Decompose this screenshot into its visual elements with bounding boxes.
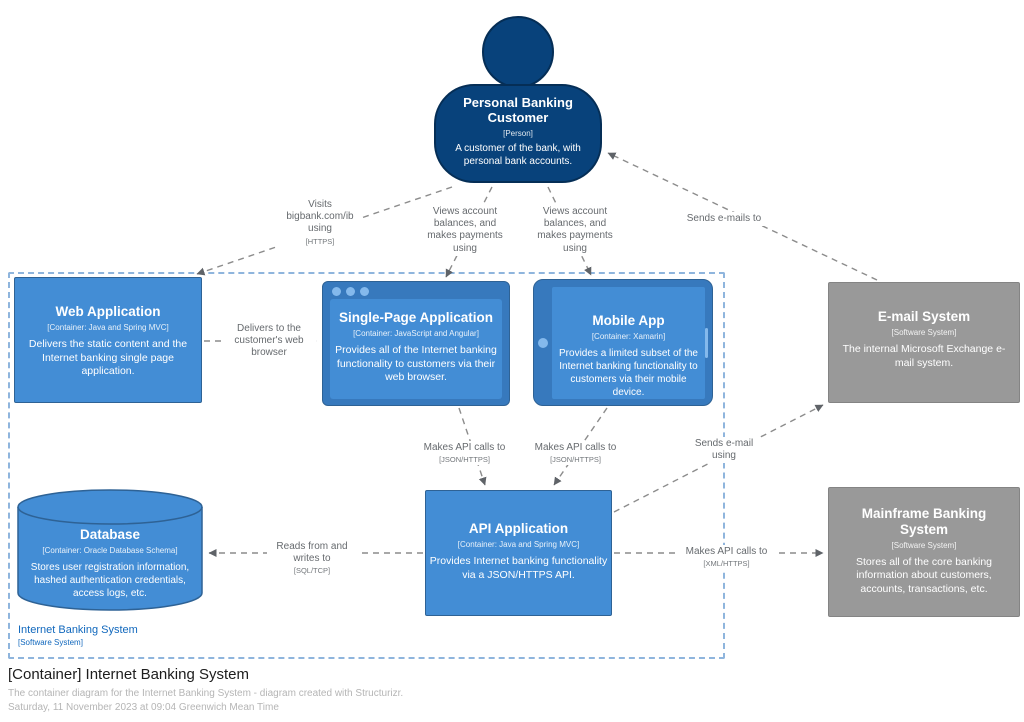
boundary-name: Internet Banking System (18, 624, 138, 636)
element-description: Provides all of the Internet banking fun… (335, 343, 497, 384)
boundary-meta: [Software System] (18, 638, 83, 647)
edge-label-sends-email-using: Sends e-mail using (690, 437, 758, 464)
element-name: Personal Banking Customer (463, 95, 573, 126)
edge-label-delivers: Delivers to the customer's web browser (222, 322, 316, 361)
browser-control-dot-icon (332, 287, 341, 296)
edge-label-sends-emails-to: Sends e-mails to (671, 212, 777, 227)
element-description: The internal Microsoft Exchange e-mail s… (842, 342, 1006, 369)
edge-tech-xml-https: [XML/HTTPS] (703, 559, 750, 569)
mobile-speaker-icon (705, 328, 708, 358)
mobile-home-button-icon (538, 338, 548, 348)
element-name: Mainframe Banking System (861, 506, 987, 537)
browser-control-dot-icon (360, 287, 369, 296)
edge-label-views-mobile: Views account balances, and makes paymen… (527, 205, 623, 256)
element-meta: [Container: Oracle Database Schema] (42, 545, 178, 555)
element-api-application[interactable]: API Application [Container: Java and Spr… (425, 490, 612, 616)
element-meta: [Container: Java and Spring MVC] (457, 539, 580, 549)
element-web-application[interactable]: Web Application [Container: Java and Spr… (14, 277, 202, 403)
edge-tech-json-https: [JSON/HTTPS] (439, 455, 490, 465)
browser-viewport: Single-Page Application [Container: Java… (330, 299, 502, 399)
mobile-screen: Mobile App [Container: Xamarin] Provides… (552, 287, 705, 399)
element-database[interactable]: Database [Container: Oracle Database Sch… (17, 489, 203, 611)
browser-control-dot-icon (346, 287, 355, 296)
edge-label-visits: Visits bigbank.com/ib using [HTTPS] (278, 198, 362, 247)
diagram-title: [Container] Internet Banking System (8, 666, 249, 683)
element-meta: [Container: Xamarin] (591, 331, 666, 341)
element-name: Database (79, 527, 141, 542)
element-email-system[interactable]: E-mail System [Software System] The inte… (828, 282, 1020, 403)
boundary-label: Internet Banking System [Software System… (18, 624, 138, 647)
element-description: A customer of the bank, with personal ba… (455, 142, 581, 167)
database-cylinder-icon (17, 489, 203, 611)
element-name: E-mail System (877, 309, 971, 324)
element-description: Stores user registration information, ha… (30, 561, 190, 599)
element-description: Provides Internet banking functionality … (429, 554, 608, 581)
diagram-date: Saturday, 11 November 2023 at 09:04 Gree… (8, 702, 279, 713)
diagram-subtitle: The container diagram for the Internet B… (8, 688, 404, 699)
element-name: Mobile App (592, 313, 665, 328)
edge-tech-json-https: [JSON/HTTPS] (550, 455, 601, 465)
edge-label-api-mainframe-calls: Makes API calls to [XML/HTTPS] (677, 545, 776, 570)
element-description: Delivers the static content and the Inte… (28, 337, 188, 378)
element-name: Single-Page Application (338, 310, 494, 325)
edge-tech-https: [HTTPS] (305, 236, 335, 246)
element-name: API Application (468, 521, 569, 536)
element-name: Web Application (55, 304, 161, 319)
element-single-page-application[interactable]: Single-Page Application [Container: Java… (322, 281, 510, 406)
element-personal-banking-customer[interactable]: Personal Banking Customer [Person] A cus… (434, 84, 602, 183)
element-meta: [Container: Java and Spring MVC] (47, 322, 169, 332)
edge-label-views-spa: Views account balances, and makes paymen… (417, 205, 513, 256)
element-meta: [Container: JavaScript and Angular] (353, 328, 479, 338)
edge-label-mobile-api-calls: Makes API calls to [JSON/HTTPS] (526, 441, 625, 466)
edge-tech-sql-tcp: [SQL/TCP] (293, 566, 331, 576)
edge-label-reads-writes: Reads from and writes to [SQL/TCP] (267, 540, 357, 577)
diagram-metadata: [Container] Internet Banking System The … (8, 666, 403, 713)
element-meta: [Software System] (891, 540, 957, 550)
element-description: Provides a limited subset of the Interne… (559, 347, 698, 398)
element-meta: [Software System] (891, 327, 957, 337)
person-head-icon (482, 16, 554, 88)
element-meta: [Person] (503, 128, 533, 138)
edge-label-spa-api-calls: Makes API calls to [JSON/HTTPS] (415, 441, 514, 466)
element-mainframe-banking-system[interactable]: Mainframe Banking System [Software Syste… (828, 487, 1020, 617)
element-description: Stores all of the core banking informati… (856, 555, 992, 596)
element-mobile-app[interactable]: Mobile App [Container: Xamarin] Provides… (533, 279, 713, 406)
